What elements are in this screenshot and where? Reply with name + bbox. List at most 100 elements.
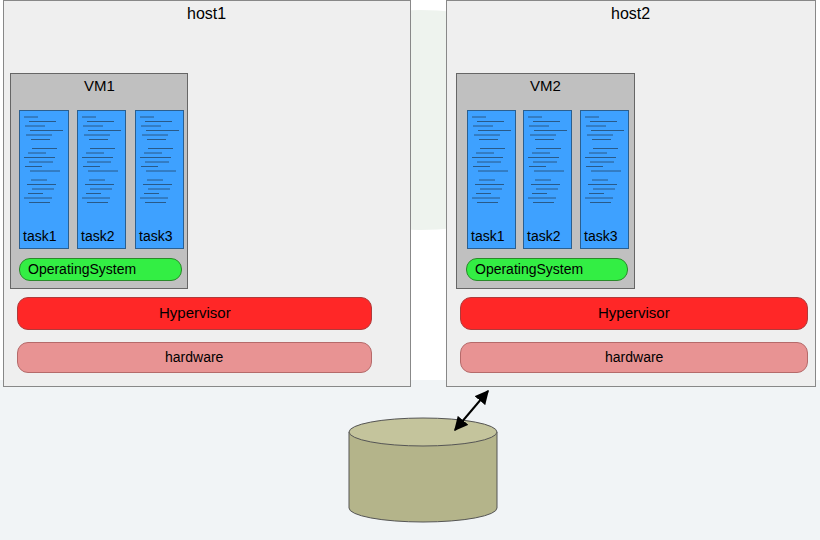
code-line (29, 202, 50, 203)
code-line (535, 180, 551, 181)
code-line (585, 117, 599, 118)
code-line (144, 193, 159, 194)
task-box: task3 (135, 110, 184, 249)
code-line (477, 162, 501, 163)
code-line (24, 157, 55, 158)
code-line (27, 184, 56, 185)
code-line (535, 139, 554, 140)
code-line (533, 162, 557, 163)
code-line (475, 184, 504, 185)
code-line (589, 193, 604, 194)
box-label: task1 (471, 229, 504, 244)
code-lines (581, 111, 628, 211)
code-line (590, 162, 614, 163)
code-line (31, 180, 47, 181)
code-line (585, 198, 613, 199)
code-line (477, 121, 504, 122)
code-line (480, 148, 505, 149)
code-line (140, 198, 168, 199)
code-line (536, 148, 561, 149)
code-line (533, 202, 554, 203)
code-line (86, 153, 104, 154)
os-band: OperatingSystem (19, 258, 182, 281)
vm-box: VM1 task1 task2 task3OperatingSystem (10, 73, 188, 289)
code-line (528, 157, 559, 158)
box-label: OperatingSystem (475, 262, 583, 277)
disk-cylinder-top (349, 418, 497, 446)
code-line (86, 193, 101, 194)
code-line (592, 139, 611, 140)
code-line (588, 184, 617, 185)
box-label: task3 (139, 229, 172, 244)
code-line (147, 139, 166, 140)
code-line (141, 166, 158, 167)
box-label: task3 (584, 229, 617, 244)
code-line (82, 117, 96, 118)
code-line (533, 121, 560, 122)
task-box: task1 (19, 110, 69, 249)
faded-water (0, 380, 820, 540)
code-line (31, 139, 50, 140)
code-line (25, 166, 42, 167)
box-label: task2 (81, 229, 114, 244)
code-line (528, 198, 556, 199)
box-label: task1 (23, 229, 56, 244)
code-line (591, 130, 624, 131)
task-box: task3 (580, 110, 629, 249)
code-lines (78, 111, 125, 211)
code-line (87, 162, 111, 163)
code-line (146, 130, 179, 131)
code-line (534, 171, 564, 172)
code-line (82, 198, 110, 199)
code-line (144, 153, 162, 154)
code-line (88, 171, 118, 172)
code-line (476, 193, 491, 194)
box-title: host2 (611, 5, 650, 23)
hypervisor-band: Hypervisor (17, 297, 372, 330)
code-line (528, 117, 542, 118)
code-line (142, 135, 168, 136)
code-line (473, 166, 490, 167)
box-title: host1 (187, 5, 226, 23)
box-label: hardware (605, 350, 663, 365)
os-band: OperatingSystem (466, 258, 628, 281)
code-line (587, 135, 613, 136)
code-line (89, 180, 105, 181)
code-line (479, 180, 495, 181)
code-line (145, 202, 166, 203)
code-line (473, 126, 493, 127)
code-line (90, 148, 115, 149)
code-line (589, 153, 607, 154)
code-line (87, 121, 114, 122)
box-title: VM1 (84, 78, 115, 95)
code-line (478, 171, 508, 172)
code-line (476, 153, 494, 154)
code-line (531, 184, 560, 185)
vm-box: VM2task1task2task3OperatingSystem (456, 73, 635, 289)
code-line (145, 121, 172, 122)
code-line (87, 202, 108, 203)
code-line (30, 171, 60, 172)
code-line (29, 121, 56, 122)
box-label: hardware (165, 350, 223, 365)
code-lines (20, 111, 68, 211)
code-line (532, 193, 547, 194)
code-line (24, 198, 52, 199)
code-line (529, 166, 546, 167)
code-line (32, 148, 57, 149)
code-line (593, 148, 618, 149)
box-label: Hypervisor (598, 305, 670, 322)
code-line (472, 117, 486, 118)
code-line (28, 153, 46, 154)
code-line (26, 135, 52, 136)
code-line (30, 130, 63, 131)
code-line (529, 126, 549, 127)
code-line (145, 162, 169, 163)
code-lines (468, 111, 515, 211)
code-line (140, 157, 171, 158)
code-lines (524, 111, 571, 211)
code-line (85, 184, 114, 185)
box-label: OperatingSystem (28, 262, 136, 277)
code-line (29, 162, 53, 163)
